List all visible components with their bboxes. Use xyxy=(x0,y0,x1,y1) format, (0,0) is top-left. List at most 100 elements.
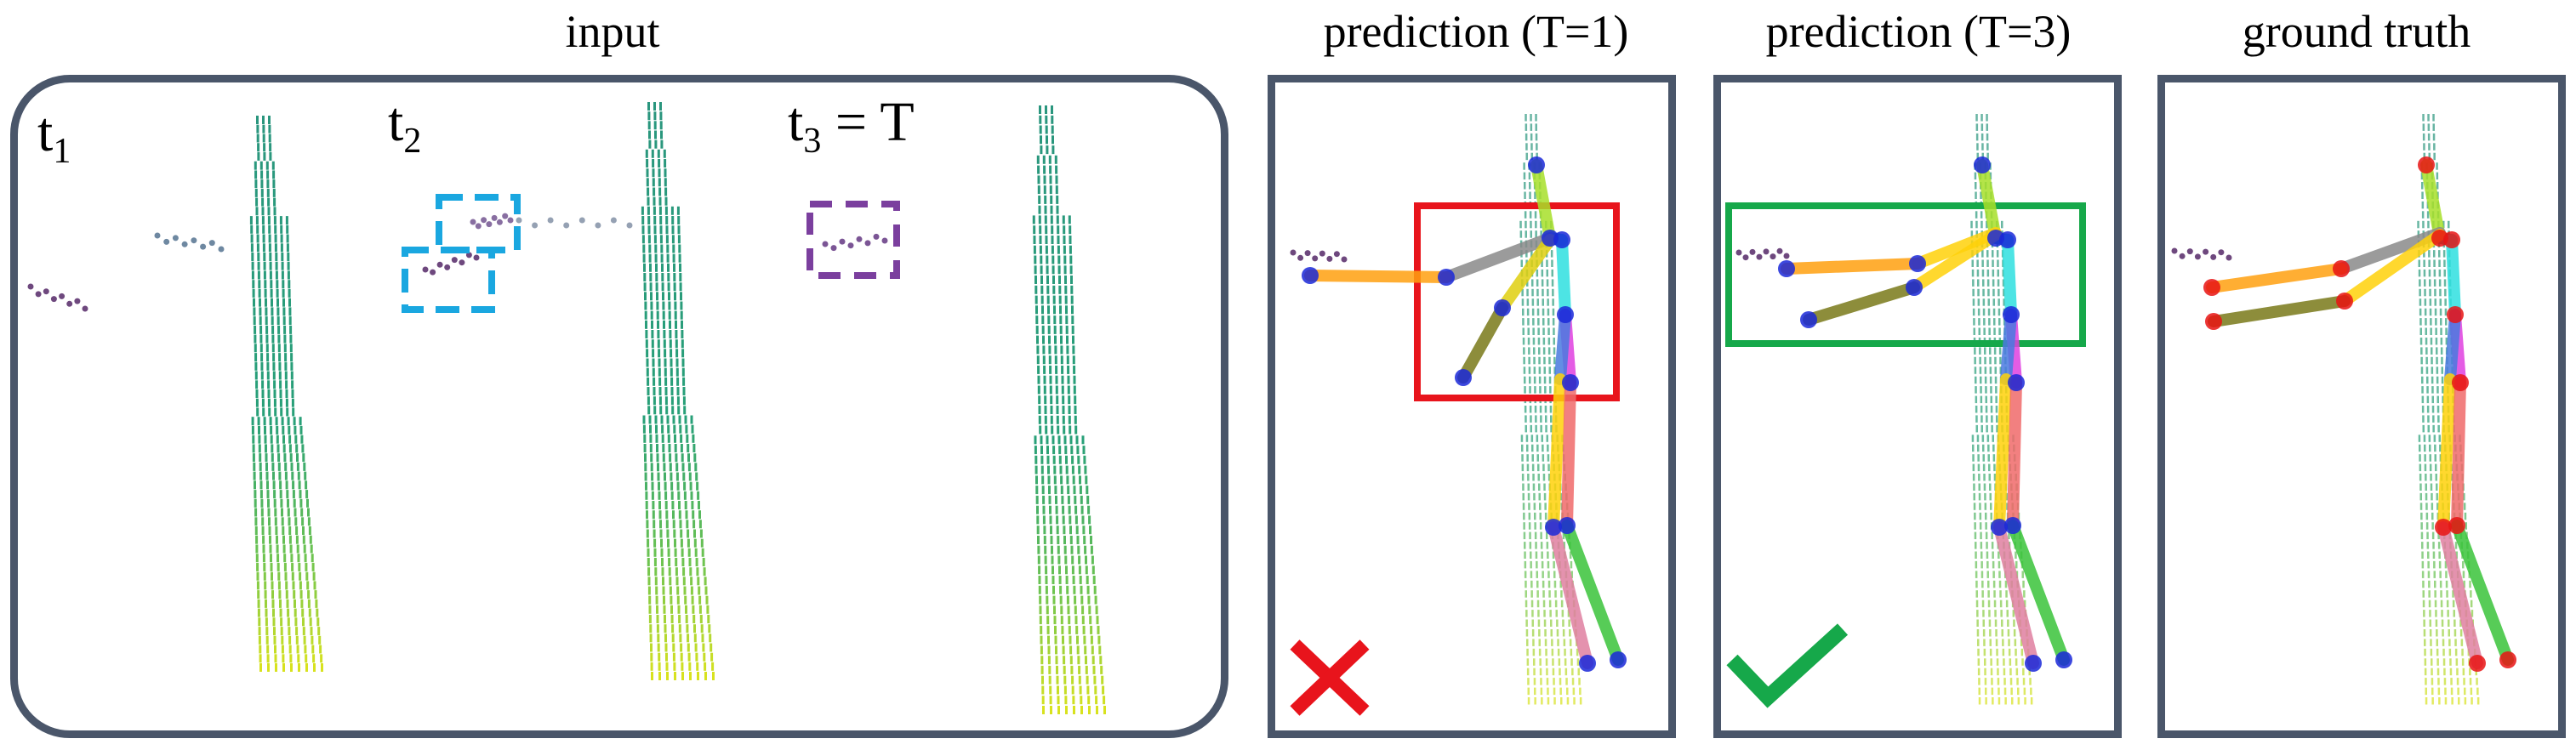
cloud-point xyxy=(258,280,261,289)
joint xyxy=(1906,279,1923,296)
cloud-point xyxy=(646,159,649,168)
cloud-point xyxy=(274,224,277,234)
cloud-point xyxy=(259,325,263,334)
cloud-point xyxy=(693,624,696,634)
cloud-point xyxy=(2438,551,2441,559)
cloud-point xyxy=(262,116,265,124)
cloud-point xyxy=(650,301,653,310)
cloud-point xyxy=(267,663,270,672)
cloud-point xyxy=(1040,265,1043,275)
cloud-point xyxy=(262,407,265,417)
cloud-point xyxy=(675,358,679,367)
cloud-point xyxy=(1038,205,1041,214)
cloud-point xyxy=(1530,580,1533,588)
cloud-point xyxy=(1988,610,1991,617)
joint xyxy=(1800,311,1817,328)
cloud-point xyxy=(265,599,267,608)
cloud-point xyxy=(1980,551,1983,559)
cloud-point xyxy=(1051,555,1054,565)
cloud-point xyxy=(295,627,299,636)
cloud-point xyxy=(1067,375,1070,384)
cloud-point xyxy=(272,471,275,480)
cloud-point xyxy=(2430,338,2433,345)
cloud-point xyxy=(1051,236,1054,244)
cloud-point xyxy=(1999,356,2002,365)
cloud-point xyxy=(2013,619,2015,627)
cloud-point xyxy=(647,102,650,111)
cloud-point xyxy=(1571,678,1575,685)
cloud-point xyxy=(1552,298,1554,306)
cloud-point xyxy=(667,273,670,281)
cloud-point xyxy=(683,586,687,595)
cloud-point xyxy=(1081,616,1085,625)
cloud-point xyxy=(1064,285,1068,294)
cloud-point xyxy=(1326,255,1333,262)
cloud-point xyxy=(1976,619,1979,627)
cloud-point xyxy=(2431,668,2433,676)
cloud-point xyxy=(265,471,269,480)
cloud-point xyxy=(265,316,268,326)
cloud-point xyxy=(1062,505,1065,514)
cloud-point xyxy=(675,463,679,472)
cloud-point xyxy=(1553,366,1556,374)
arm-t1 xyxy=(154,232,225,253)
cloud-point xyxy=(2430,474,2432,481)
cloud-point xyxy=(1035,325,1039,334)
cloud-point xyxy=(2424,639,2426,646)
cloud-point xyxy=(1041,685,1045,695)
cloud-point xyxy=(712,672,715,680)
cloud-point xyxy=(2179,253,2186,259)
cloud-point xyxy=(290,554,294,563)
cloud-point xyxy=(304,471,307,480)
cloud-point xyxy=(1067,486,1070,495)
cloud-point xyxy=(1546,542,1549,549)
cloud-point xyxy=(308,608,311,617)
cloud-point xyxy=(2448,639,2451,646)
cloud-point xyxy=(267,380,271,389)
cloud-point xyxy=(1523,531,1526,540)
cloud-point xyxy=(1998,327,2001,335)
cloud-point xyxy=(1986,220,1988,229)
cloud-point xyxy=(1057,265,1061,275)
cloud-point xyxy=(1033,236,1036,244)
cloud-point xyxy=(2423,435,2426,442)
cloud-point xyxy=(1046,616,1050,625)
cloud-point xyxy=(690,586,693,595)
cloud-point xyxy=(1543,619,1547,627)
cloud-point xyxy=(1563,542,1565,549)
cloud-point xyxy=(272,179,276,189)
cloud-point xyxy=(252,280,255,289)
cloud-point xyxy=(2431,503,2434,510)
cloud-point xyxy=(1977,648,1980,656)
cloud-point xyxy=(2445,571,2448,578)
cloud-point xyxy=(288,526,292,535)
cloud-point xyxy=(1057,696,1060,705)
cloud-point xyxy=(1536,435,1539,442)
cloud-point xyxy=(1062,515,1065,525)
cloud-point xyxy=(272,617,276,627)
joint xyxy=(2333,260,2350,277)
cloud-point xyxy=(1047,465,1050,474)
cloud-point xyxy=(663,463,666,472)
cloud-point xyxy=(1992,444,1995,452)
cloud-point xyxy=(1083,536,1086,544)
cloud-point xyxy=(641,235,645,244)
cloud-point xyxy=(658,510,662,520)
cloud-point xyxy=(303,635,306,645)
cloud-point xyxy=(296,453,299,463)
cloud-point xyxy=(1042,515,1046,525)
cloud-point xyxy=(1034,435,1037,445)
cloud-point xyxy=(1072,335,1074,344)
cloud-point xyxy=(1783,253,1790,259)
cloud-point xyxy=(2427,133,2431,141)
cloud-point xyxy=(293,498,296,508)
cloud-point xyxy=(1539,406,1542,413)
cloud-point xyxy=(648,253,652,263)
cloud-point xyxy=(647,567,651,577)
cloud-point xyxy=(2455,658,2459,666)
cloud-point xyxy=(2440,599,2443,608)
cloud-point xyxy=(1063,685,1067,695)
cloud-point xyxy=(1051,225,1054,235)
cloud-point xyxy=(1046,455,1050,464)
cloud-point xyxy=(1534,522,1536,530)
